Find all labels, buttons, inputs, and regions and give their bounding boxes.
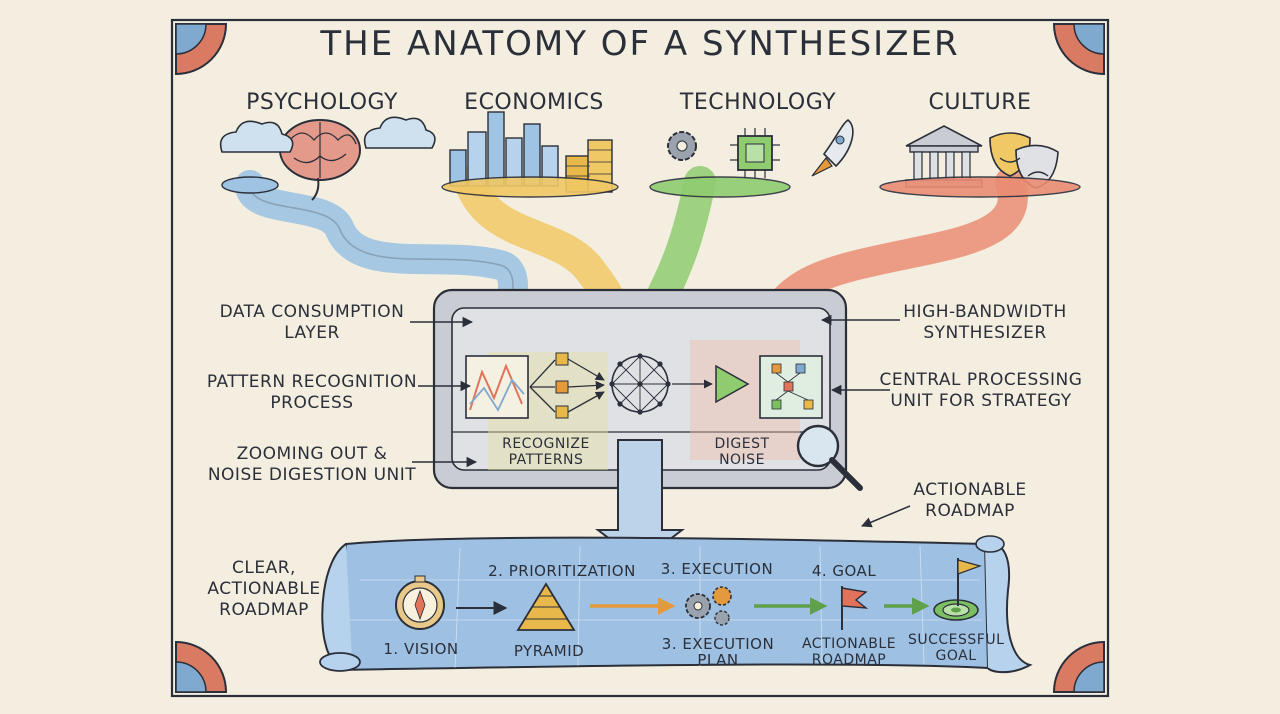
- target-goal-icon: [933, 558, 982, 621]
- label-recognize-patterns: RECOGNIZE PATTERNS: [486, 436, 606, 468]
- label-high-bandwidth: HIGH-BANDWIDTH SYNTHESIZER: [880, 302, 1090, 344]
- theater-masks-icon: [989, 132, 1059, 189]
- cloud-icon-left: [219, 120, 294, 153]
- domain-economics: ECONOMICS: [464, 90, 604, 115]
- label-pattern-recognition: PATTERN RECOGNITION PROCESS: [200, 372, 424, 414]
- label-line: PATTERNS: [508, 452, 584, 468]
- corner-ornament-top-left: [175, 23, 228, 76]
- label-actionable-roadmap: ACTIONABLE ROADMAP: [888, 480, 1052, 522]
- cloud-icon-right: [363, 116, 436, 149]
- label-data-consumption: DATA CONSUMPTION LAYER: [200, 302, 424, 344]
- city-skyline-icon: [449, 111, 559, 187]
- page-border: [170, 18, 1110, 698]
- compass-icon: [395, 575, 445, 630]
- label-line: LAYER: [284, 323, 340, 343]
- pyramid-icon: [516, 582, 576, 631]
- label-line: SUCCESSFUL: [908, 632, 1005, 648]
- label-line: CENTRAL PROCESSING: [879, 370, 1083, 390]
- label-line: PROCESS: [270, 393, 354, 413]
- page-title: THE ANATOMY OF A SYNTHESIZER: [320, 24, 960, 64]
- neural-network-icon: [609, 353, 671, 415]
- roadmap-execution-plan: 3. EXECUTION PLAN: [650, 636, 786, 668]
- magnifying-glass-icon: [796, 424, 863, 491]
- corner-ornament-top-right: [1052, 23, 1105, 76]
- domain-psychology: PSYCHOLOGY: [246, 90, 398, 115]
- label-line: ACTIONABLE: [207, 579, 321, 599]
- label-line: ACTIONABLE: [801, 636, 897, 652]
- label-line: ROADMAP: [811, 652, 887, 668]
- label-line: DATA CONSUMPTION: [219, 302, 405, 322]
- label-line: PLAN: [697, 651, 739, 669]
- label-line: PATTERN RECOGNITION: [206, 372, 418, 392]
- flag-icon: [841, 586, 869, 630]
- label-line: NOISE: [719, 452, 765, 468]
- label-line: ZOOMING OUT &: [236, 444, 388, 464]
- microchip-icon: [730, 128, 780, 178]
- pattern-chart-screen: [465, 355, 529, 419]
- corner-ornament-bottom-right: [1052, 640, 1105, 693]
- domain-culture: CULTURE: [928, 90, 1032, 115]
- label-line: ROADMAP: [219, 600, 309, 620]
- roadmap-execution: 3. EXECUTION: [660, 560, 774, 578]
- strategy-flowchart-screen: [759, 355, 823, 419]
- roadmap-prioritization: 2. PRIORITIZATION: [488, 562, 636, 580]
- label-digest-noise: DIGEST NOISE: [692, 436, 792, 468]
- label-line: GOAL: [935, 648, 977, 664]
- label-line: ACTIONABLE: [913, 480, 1027, 500]
- label-line: UNIT FOR STRATEGY: [890, 391, 1072, 411]
- pattern-node-flow: [529, 352, 605, 419]
- rocket-icon: [811, 119, 854, 177]
- gear-icon: [667, 131, 697, 161]
- roadmap-successful-goal: SUCCESSFUL GOAL: [908, 632, 1004, 664]
- label-line: SYNTHESIZER: [923, 323, 1047, 343]
- filter-icon: [715, 364, 750, 404]
- label-clear-roadmap: CLEAR, ACTIONABLE ROADMAP: [200, 558, 328, 621]
- label-line: 3. EXECUTION: [661, 635, 775, 653]
- roadmap-goal: 4. GOAL: [811, 562, 877, 580]
- label-zooming-out: ZOOMING OUT & NOISE DIGESTION UNIT: [200, 444, 424, 486]
- label-line: ROADMAP: [925, 501, 1015, 521]
- psychology-stream: [235, 170, 528, 330]
- label-line: CLEAR,: [232, 558, 296, 578]
- label-line: HIGH-BANDWIDTH: [903, 302, 1067, 322]
- brain-icon: [279, 119, 361, 201]
- label-line: RECOGNIZE: [502, 436, 590, 452]
- gears-icon: [685, 586, 732, 626]
- label-line: DIGEST: [714, 436, 770, 452]
- label-central-processing: CENTRAL PROCESSING UNIT FOR STRATEGY: [868, 370, 1094, 412]
- roadmap-vision: 1. VISION: [383, 640, 459, 658]
- label-line: NOISE DIGESTION UNIT: [207, 465, 417, 485]
- domain-technology: TECHNOLOGY: [679, 90, 837, 115]
- corner-ornament-bottom-left: [175, 640, 228, 693]
- roadmap-pyramid: PYRAMID: [513, 642, 585, 660]
- roadmap-actionable-roadmap: ACTIONABLE ROADMAP: [796, 636, 902, 668]
